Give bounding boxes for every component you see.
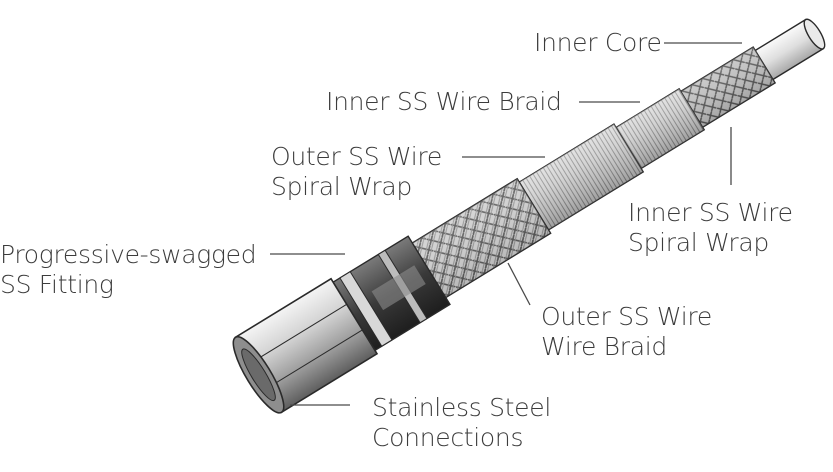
swaged-fitting: [330, 235, 451, 353]
label-fitting: Progressive-swagged SS Fitting: [0, 240, 257, 299]
leader-lines: [270, 42, 742, 406]
label-inner-spiral-wrap: Inner SS Wire Spiral Wrap: [628, 198, 793, 257]
label-outer-spiral-wrap: Outer SS Wire Spiral Wrap: [271, 142, 442, 201]
hex-connection: [232, 277, 379, 414]
hose-body: [232, 18, 826, 414]
leader-outer-braid: [507, 262, 531, 306]
label-outer-braid: Outer SS Wire Wire Braid: [541, 302, 712, 361]
label-inner-core: Inner Core: [534, 28, 662, 57]
label-connections: Stainless Steel Connections: [372, 393, 551, 452]
label-inner-braid: Inner SS Wire Braid: [326, 87, 562, 116]
outer-braid-layer: [407, 177, 552, 302]
